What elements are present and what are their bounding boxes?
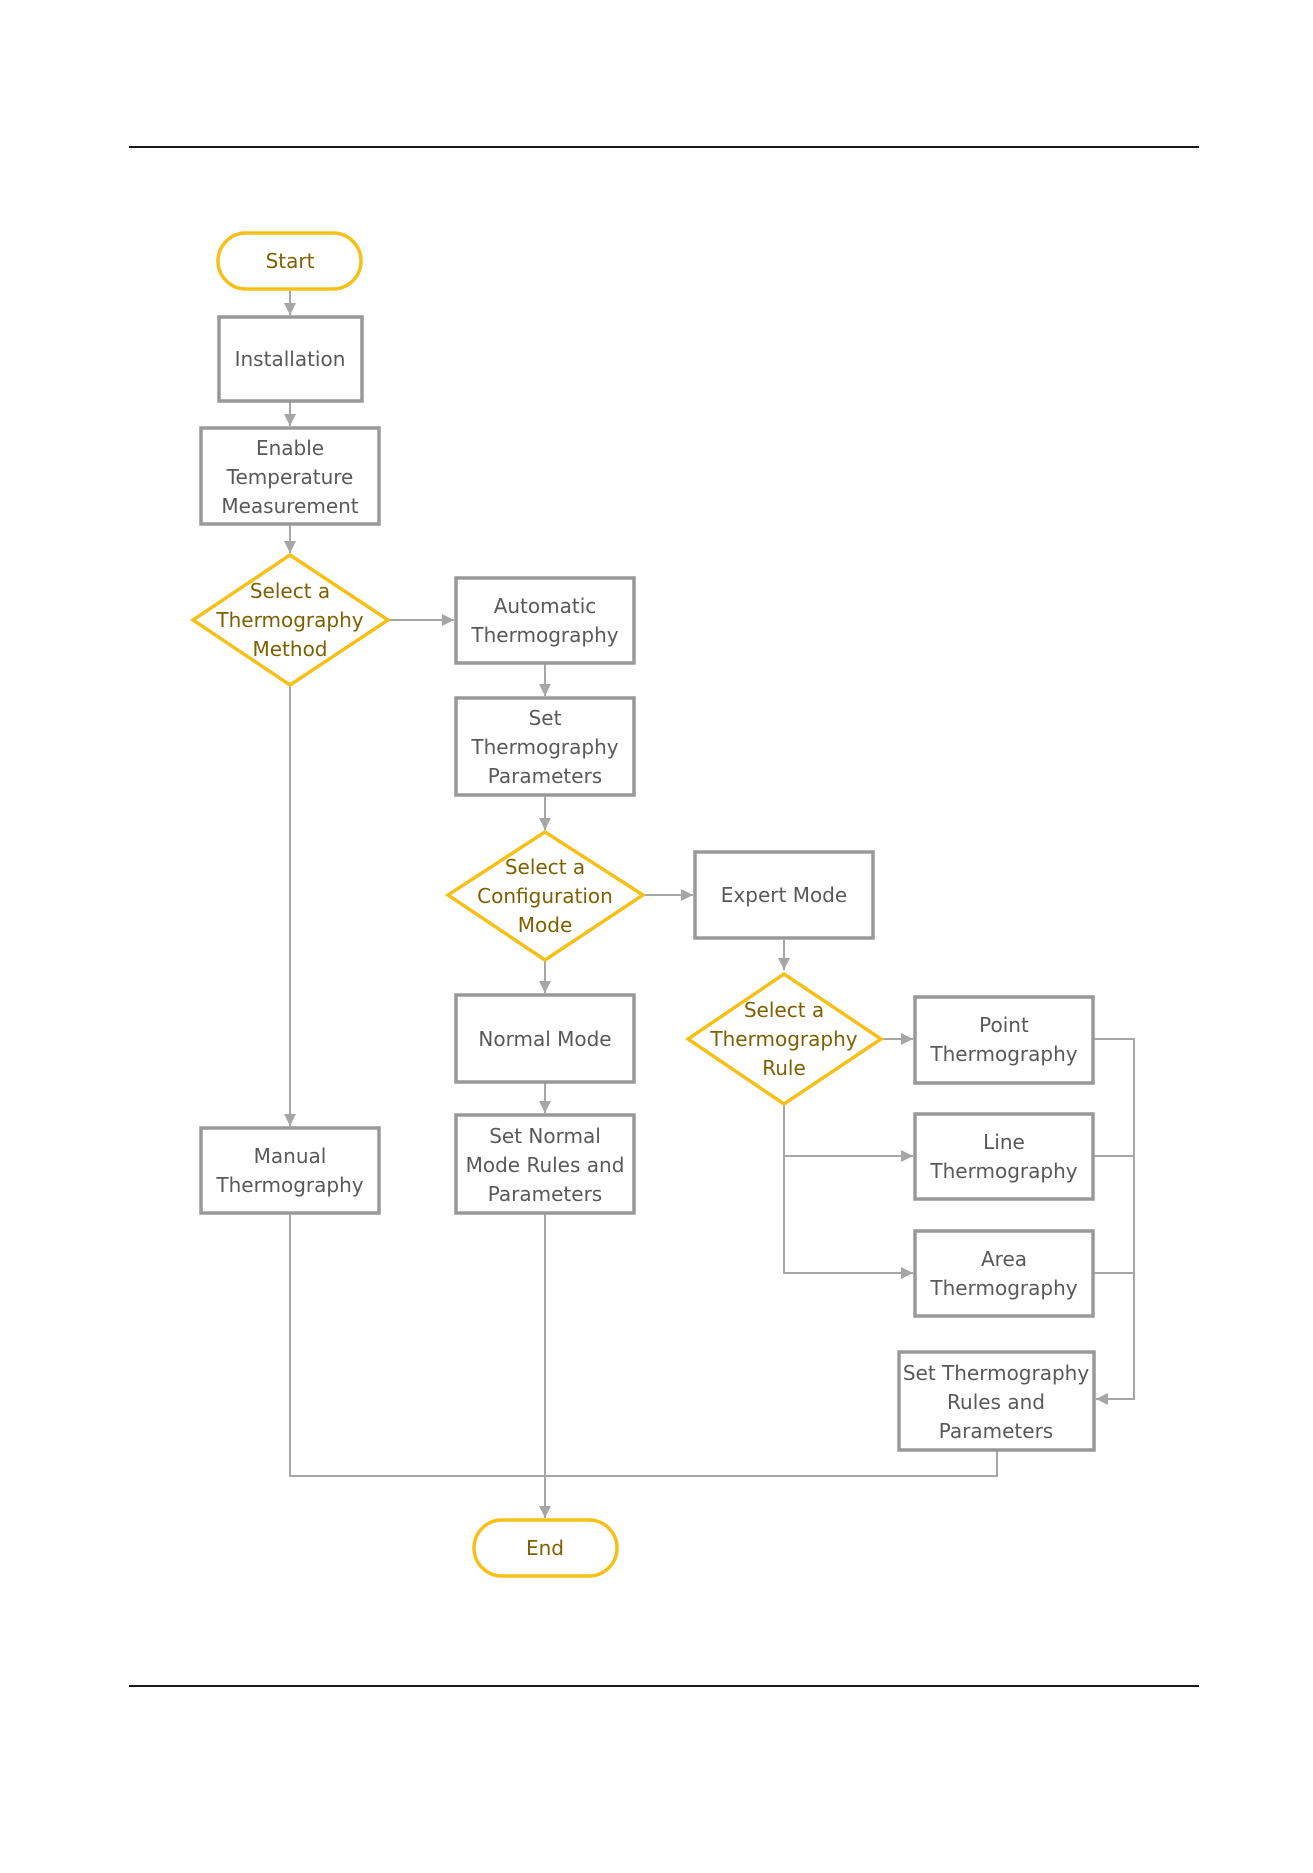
- select-config-decision: Select a Configuration Mode: [444, 829, 647, 963]
- select-rule-line-2: Thermography: [709, 1027, 857, 1051]
- enable-temp-line-2: Temperature: [226, 465, 354, 489]
- point-line-2: Thermography: [929, 1042, 1077, 1066]
- automatic-line-2: Thermography: [470, 623, 618, 647]
- select-rule-line-1: Select a: [744, 998, 824, 1022]
- manual-thermography-box: Manual Thermography: [199, 1126, 381, 1215]
- enable-temp-line-3: Measurement: [221, 494, 358, 518]
- select-config-line-1: Select a: [505, 855, 585, 879]
- installation-label: Installation: [235, 347, 346, 371]
- connector-rule-area: [783, 1156, 913, 1279]
- select-config-line-2: Configuration: [477, 884, 613, 908]
- set-params-line-2: Thermography: [470, 735, 618, 759]
- select-rule-line-3: Rule: [762, 1056, 806, 1080]
- select-config-line-3: Mode: [518, 913, 573, 937]
- connector-point-setrules: [1093, 1038, 1135, 1405]
- enable-temperature-box: Enable Temperature Measurement: [199, 426, 381, 526]
- installation-box: Installation: [217, 315, 364, 403]
- header-rule: [129, 146, 1199, 148]
- line-line-2: Thermography: [929, 1159, 1077, 1183]
- point-line-1: Point: [979, 1013, 1029, 1037]
- line-line-1: Line: [983, 1130, 1025, 1154]
- connector-manual-end: [289, 1213, 545, 1477]
- connector-setrules-end: [545, 1450, 998, 1477]
- start-label: Start: [266, 249, 315, 273]
- line-thermography-box: Line Thermography: [913, 1112, 1095, 1201]
- select-method-line-2: Thermography: [215, 608, 363, 632]
- expert-mode-box: Expert Mode: [693, 850, 875, 940]
- set-params-line-3: Parameters: [488, 764, 602, 788]
- connector-rule-line: [783, 1104, 913, 1162]
- set-rules-line-2: Rules and: [947, 1390, 1045, 1414]
- enable-temp-line-1: Enable: [256, 436, 324, 460]
- point-thermography-box: Point Thermography: [913, 995, 1095, 1085]
- area-line-2: Thermography: [929, 1276, 1077, 1300]
- manual-line-1: Manual: [254, 1144, 327, 1168]
- connectors: [284, 291, 1135, 1518]
- set-params-box: Set Thermography Parameters: [454, 696, 636, 797]
- select-rule-decision: Select a Thermography Rule: [684, 971, 885, 1107]
- expert-mode-label: Expert Mode: [721, 883, 847, 907]
- set-rules-line-1: Set Thermography: [903, 1361, 1090, 1385]
- select-method-decision: Select a Thermography Method: [189, 552, 392, 688]
- end-terminal: End: [472, 1518, 619, 1578]
- select-method-line-3: Method: [252, 637, 327, 661]
- set-normal-line-2: Mode Rules and: [466, 1153, 625, 1177]
- automatic-thermography-box: Automatic Thermography: [454, 576, 636, 665]
- normal-mode-box: Normal Mode: [454, 993, 636, 1084]
- select-method-line-1: Select a: [250, 579, 330, 603]
- set-rules-line-3: Parameters: [939, 1419, 1053, 1443]
- area-line-1: Area: [981, 1247, 1027, 1271]
- set-normal-line-3: Parameters: [488, 1182, 602, 1206]
- automatic-line-1: Automatic: [494, 594, 597, 618]
- set-normal-line-1: Set Normal: [489, 1124, 601, 1148]
- end-label: End: [526, 1536, 564, 1560]
- footer-rule: [129, 1685, 1199, 1687]
- start-terminal: Start: [216, 231, 363, 291]
- set-rules-box: Set Thermography Rules and Parameters: [897, 1350, 1096, 1452]
- manual-line-2: Thermography: [215, 1173, 363, 1197]
- set-normal-rules-box: Set Normal Mode Rules and Parameters: [454, 1113, 636, 1215]
- area-thermography-box: Area Thermography: [913, 1229, 1095, 1318]
- normal-mode-label: Normal Mode: [478, 1027, 611, 1051]
- set-params-line-1: Set: [529, 706, 562, 730]
